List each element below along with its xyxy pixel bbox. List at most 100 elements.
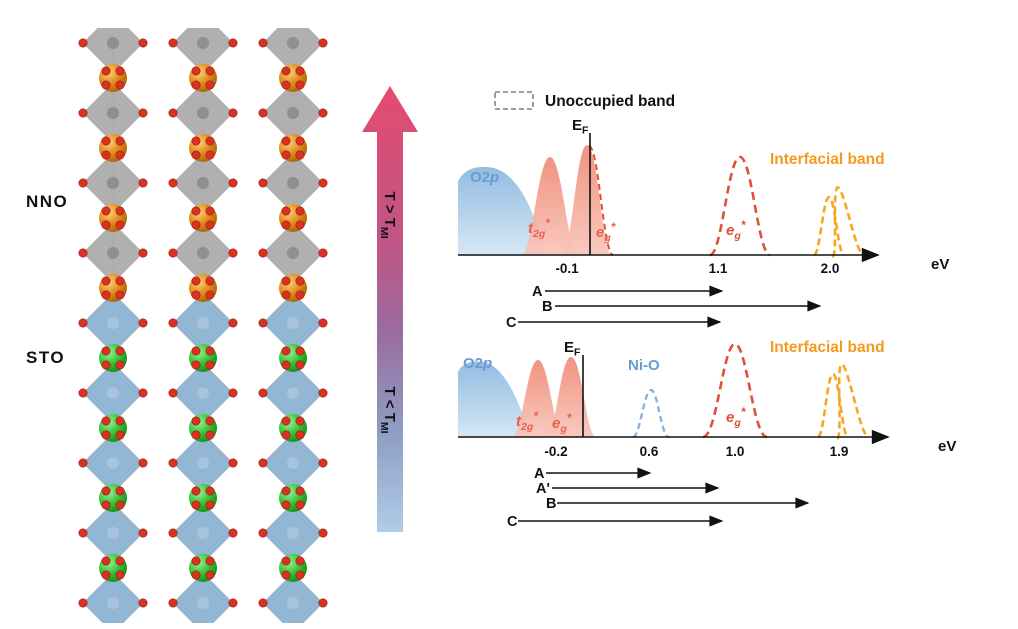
interfacial-band-label: Interfacial band — [770, 151, 885, 168]
o-atom — [101, 486, 111, 496]
o-atom — [295, 486, 305, 496]
interfacial-band-outline-1 — [812, 195, 846, 257]
band-diagram-high-temperature: Unoccupied band O2p t2g* eg* EF eg* Inte… — [458, 91, 949, 331]
transition-c-label: C — [506, 315, 517, 331]
o-atom — [318, 178, 328, 188]
temperature-arrow-shape — [362, 86, 418, 532]
o-atom — [295, 66, 305, 76]
o-atom — [168, 108, 178, 118]
o-atom — [228, 248, 238, 258]
o-atom — [78, 458, 88, 468]
eg-occupied-band-area — [562, 145, 612, 255]
o-atom — [205, 150, 215, 160]
eg-unoccupied-band-outline — [709, 155, 771, 257]
o-atom — [205, 430, 215, 440]
b-site-atom — [107, 457, 119, 469]
t2g-band-label: t2g* — [516, 409, 539, 433]
nio-band-outline — [631, 388, 670, 439]
o-atom — [78, 388, 88, 398]
o-atom — [205, 136, 215, 146]
tick-label: 1.0 — [726, 444, 745, 459]
interfacial-band-label: Interfacial band — [770, 339, 885, 356]
o-atom — [318, 318, 328, 328]
b-site-atom — [107, 177, 119, 189]
o-atom — [101, 430, 111, 440]
eg-unoccupied-band-label: eg* — [726, 218, 747, 242]
o-atom — [191, 276, 201, 286]
tick-label: 0.6 — [640, 444, 659, 459]
o-atom — [228, 108, 238, 118]
o2p-band-area — [458, 361, 530, 437]
tick-label: 1.9 — [830, 444, 849, 459]
o-atom — [318, 388, 328, 398]
o-atom — [138, 178, 148, 188]
o-atom — [258, 248, 268, 258]
b-site-atom — [287, 527, 299, 539]
o-atom — [295, 570, 305, 580]
o-atom — [168, 38, 178, 48]
o-atom — [295, 206, 305, 216]
o-atom — [281, 430, 291, 440]
fermi-level-label: EF — [564, 339, 581, 359]
b-site-atom — [107, 247, 119, 259]
b-site-atom — [287, 387, 299, 399]
nio-band-label: Ni-O — [628, 357, 660, 374]
o-atom — [191, 136, 201, 146]
o-atom — [228, 598, 238, 608]
b-site-atom — [287, 247, 299, 259]
o-atom — [115, 136, 125, 146]
o-atom — [115, 500, 125, 510]
b-site-atom — [287, 37, 299, 49]
o-atom — [101, 360, 111, 370]
o-atom — [295, 220, 305, 230]
o-atom — [78, 598, 88, 608]
o-atom — [101, 500, 111, 510]
transition-c-label: C — [507, 514, 518, 530]
fermi-level-label: EF — [572, 117, 589, 137]
o-atom — [78, 178, 88, 188]
o-atom — [205, 416, 215, 426]
b-site-atom — [197, 247, 209, 259]
o-atom — [191, 220, 201, 230]
o-atom — [101, 556, 111, 566]
o-atom — [205, 66, 215, 76]
o-atom — [205, 570, 215, 580]
b-site-atom — [197, 317, 209, 329]
o-atom — [281, 570, 291, 580]
o2p-band-area — [458, 166, 546, 255]
o-atom — [205, 500, 215, 510]
o-atom — [101, 346, 111, 356]
o-atom — [78, 38, 88, 48]
crystal-structure — [78, 28, 328, 623]
transition-a-label: A — [534, 466, 545, 482]
o-atom — [101, 416, 111, 426]
o-atom — [258, 108, 268, 118]
o-atom — [101, 276, 111, 286]
o-atom — [115, 360, 125, 370]
interfacial-band-outline-1 — [816, 372, 850, 439]
o-atom — [281, 66, 291, 76]
o-atom — [258, 388, 268, 398]
temperature-gradient-arrow: T > TMI T < TMI — [362, 86, 418, 532]
o-atom — [205, 556, 215, 566]
o-atom — [205, 276, 215, 286]
o-atom — [191, 80, 201, 90]
o2p-band-label: O2p — [470, 169, 499, 186]
o-atom — [295, 80, 305, 90]
o-atom — [295, 500, 305, 510]
o-atom — [138, 318, 148, 328]
o-atom — [205, 206, 215, 216]
t2g-band-area — [512, 360, 564, 437]
o-atom — [295, 150, 305, 160]
o-atom — [115, 276, 125, 286]
o-atom — [191, 290, 201, 300]
o-atom — [138, 528, 148, 538]
b-site-atom — [107, 317, 119, 329]
o-atom — [295, 276, 305, 286]
b-site-atom — [197, 387, 209, 399]
o-atom — [191, 66, 201, 76]
o-atom — [115, 80, 125, 90]
eg-occupied-dashed-flank — [588, 145, 614, 256]
o-atom — [258, 318, 268, 328]
t2g-band-label: t2g* — [528, 216, 551, 240]
